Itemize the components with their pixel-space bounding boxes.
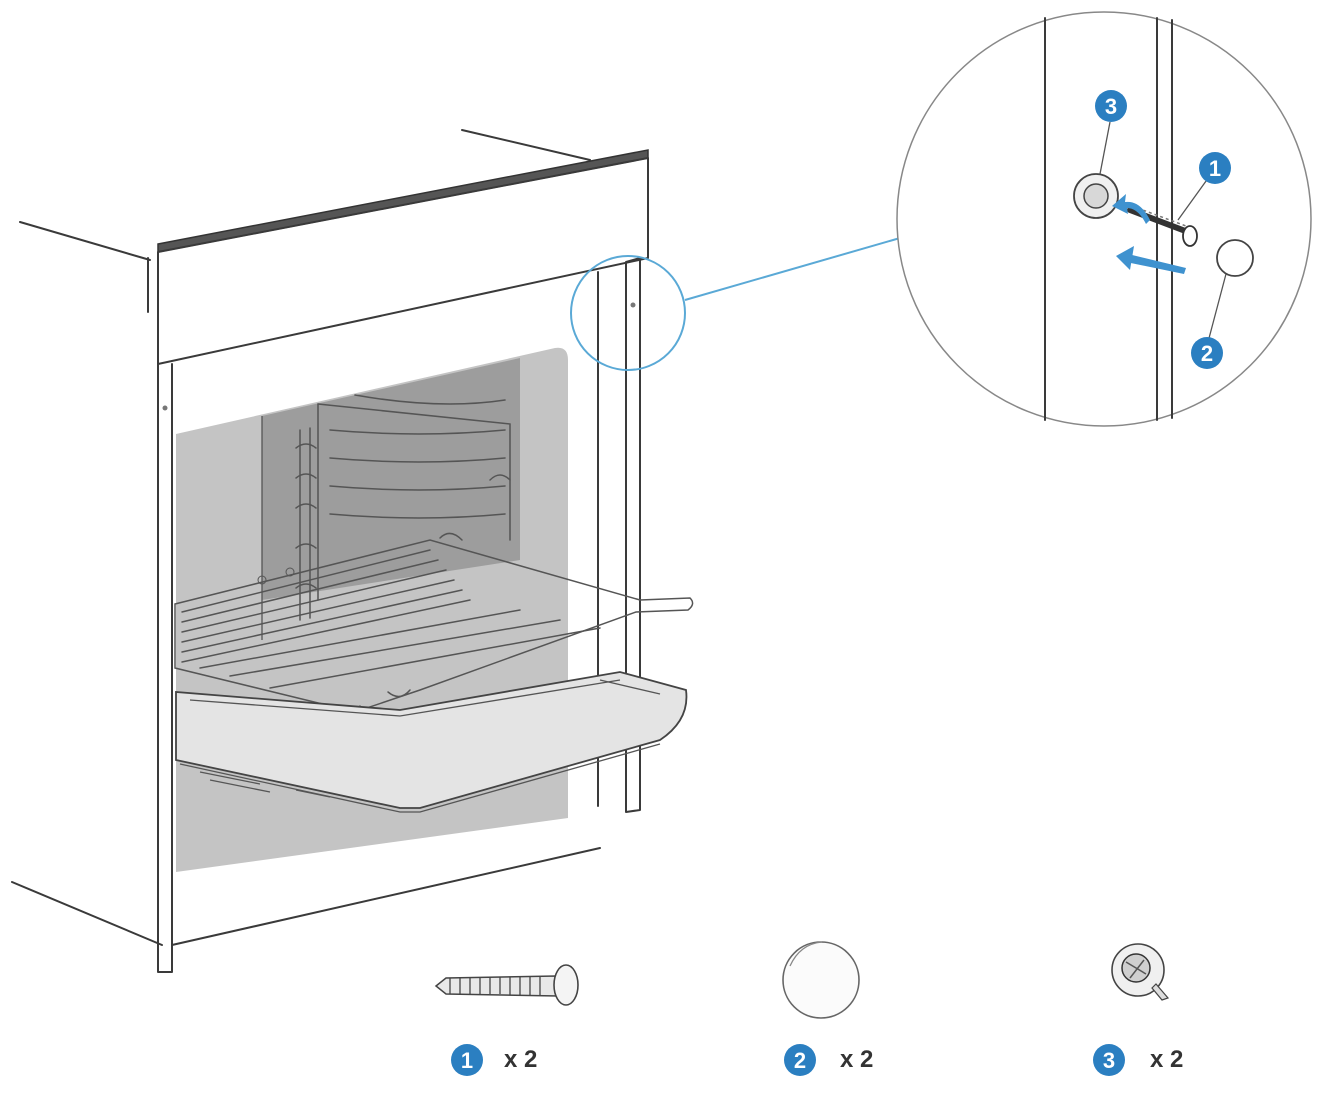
wire-shelf [174,532,694,713]
callout-marker [570,237,901,371]
bracket-clip-icon [1111,943,1170,1001]
screw-icon [434,964,579,1006]
cap-icon [782,941,860,1019]
cabinet-outline [11,129,601,946]
detail-badge-3: 3 [1095,90,1127,122]
baking-tray [175,671,688,813]
detail-badge-1: 1 [1199,152,1231,184]
detail-badge-1-label: 1 [1209,156,1221,181]
detail-badge-2: 2 [1191,337,1223,369]
part-quantity-1: x 2 [504,1046,537,1073]
detail-view [896,11,1312,427]
detail-badge-2-label: 2 [1201,341,1213,366]
part-badge-1: 1 [451,1044,483,1076]
oven-body [157,149,649,973]
part-badge-3-label: 3 [1103,1048,1115,1073]
part-quantity-2: x 2 [840,1046,873,1073]
part-badge-3: 3 [1093,1044,1125,1076]
part-badge-1-label: 1 [461,1048,473,1073]
side-rail-left [295,427,317,621]
detail-badge-3-label: 3 [1105,94,1117,119]
part-quantity-3: x 2 [1150,1046,1183,1073]
side-rail-back [317,394,511,601]
part-badge-2: 2 [784,1044,816,1076]
part-badge-2-label: 2 [794,1048,806,1073]
